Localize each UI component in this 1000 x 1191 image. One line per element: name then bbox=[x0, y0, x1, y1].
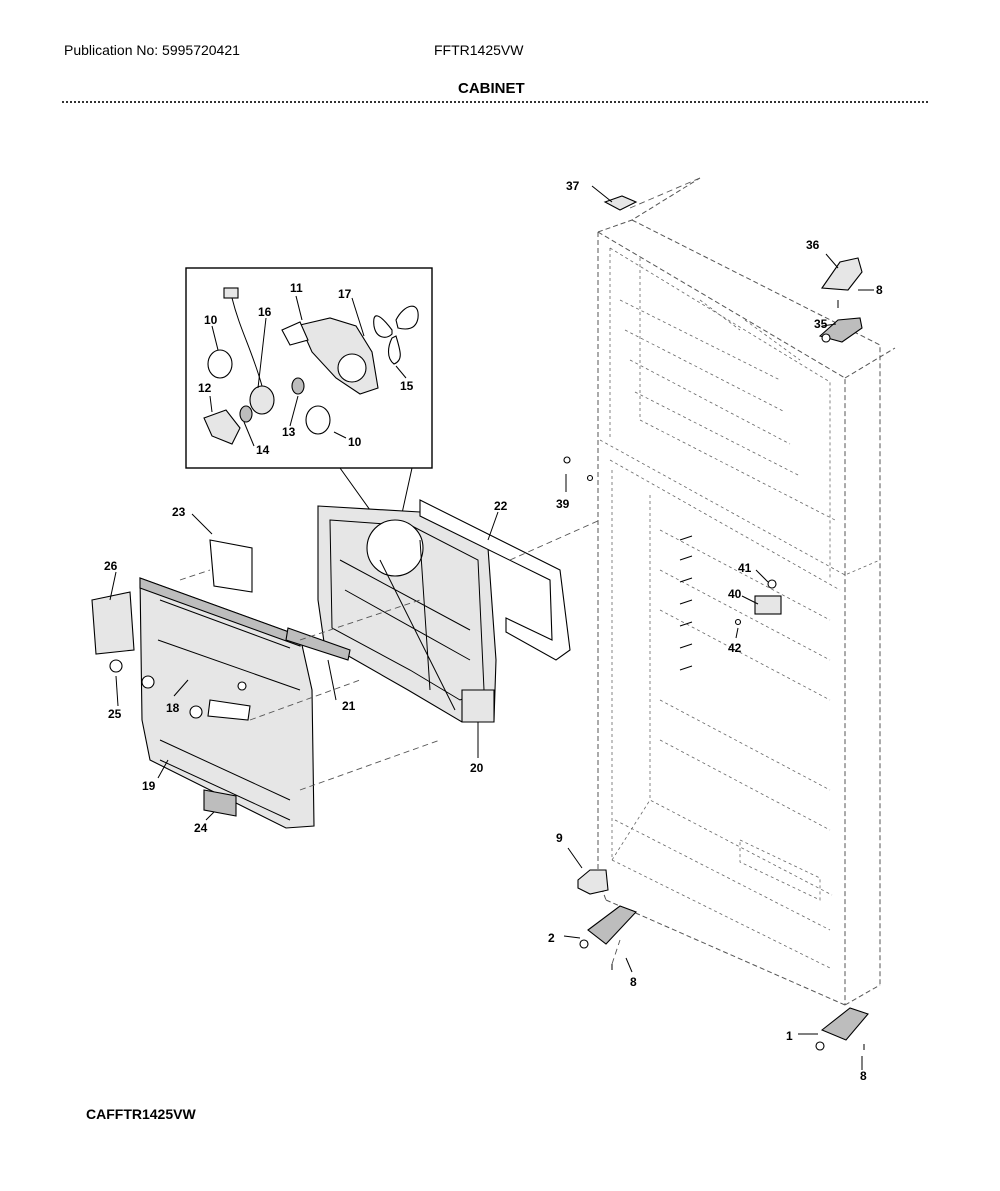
callout-39: 39 bbox=[556, 497, 570, 511]
callout-8: 8 bbox=[876, 283, 883, 297]
bottom-hinge-cover bbox=[577, 869, 609, 895]
callout-21: 21 bbox=[342, 699, 356, 713]
callout-35: 35 bbox=[814, 317, 828, 331]
callout-17: 17 bbox=[338, 287, 352, 301]
center-hinge bbox=[734, 579, 782, 626]
callout-11: 11 bbox=[290, 281, 303, 295]
section-title: CABINET bbox=[458, 80, 525, 97]
callout-8c: 8 bbox=[860, 1069, 867, 1083]
callout-26: 26 bbox=[104, 559, 118, 573]
assembly-lines bbox=[179, 177, 701, 965]
callout-22: 22 bbox=[494, 499, 508, 513]
callout-13: 13 bbox=[282, 425, 296, 439]
button bbox=[109, 659, 123, 673]
evaporator-cover bbox=[317, 505, 497, 723]
callout-24: 24 bbox=[194, 821, 208, 835]
callout-20: 20 bbox=[470, 761, 484, 775]
leader-lines bbox=[109, 185, 874, 1070]
header-rule bbox=[62, 101, 928, 103]
callout-41: 41 bbox=[738, 561, 752, 575]
callout-36: 36 bbox=[806, 238, 820, 252]
model-number: FFTR1425VW bbox=[434, 42, 524, 58]
callout-25: 25 bbox=[108, 707, 122, 721]
callout-8b: 8 bbox=[630, 975, 637, 989]
callout-42: 42 bbox=[728, 641, 742, 655]
callout-labels: 37 36 8 35 11 17 16 10 15 12 13 14 10 39… bbox=[104, 179, 883, 1083]
callout-9: 9 bbox=[556, 831, 563, 845]
insulation-block bbox=[209, 539, 253, 593]
callout-2: 2 bbox=[548, 931, 555, 945]
callout-37: 37 bbox=[566, 179, 580, 193]
callout-15: 15 bbox=[400, 379, 414, 393]
callout-18: 18 bbox=[166, 701, 180, 715]
callout-1: 1 bbox=[786, 1029, 793, 1043]
bottom-hinge-left bbox=[579, 905, 637, 949]
callout-10b: 10 bbox=[348, 435, 362, 449]
top-hinge bbox=[818, 317, 863, 343]
grille bbox=[203, 789, 237, 817]
light-lens bbox=[285, 627, 351, 661]
screws bbox=[563, 300, 865, 1050]
top-cap bbox=[603, 195, 638, 211]
side-panel bbox=[91, 591, 135, 655]
callout-10: 10 bbox=[204, 313, 218, 327]
callout-14: 14 bbox=[256, 443, 270, 457]
refrigerator-cabinet bbox=[597, 177, 896, 1006]
fan-motor-inset bbox=[185, 267, 433, 547]
callout-19: 19 bbox=[142, 779, 156, 793]
callout-40: 40 bbox=[728, 587, 742, 601]
publication-number: Publication No: 5995720421 bbox=[64, 42, 240, 58]
callout-12: 12 bbox=[198, 381, 212, 395]
diagram-code: CAFFTR1425VW bbox=[86, 1106, 196, 1122]
top-trim bbox=[139, 577, 301, 647]
top-hinge-cover bbox=[821, 257, 863, 291]
bottom-hinge-right bbox=[815, 1007, 869, 1051]
rear-panel bbox=[419, 499, 571, 661]
callout-23: 23 bbox=[172, 505, 186, 519]
callout-16: 16 bbox=[258, 305, 272, 319]
